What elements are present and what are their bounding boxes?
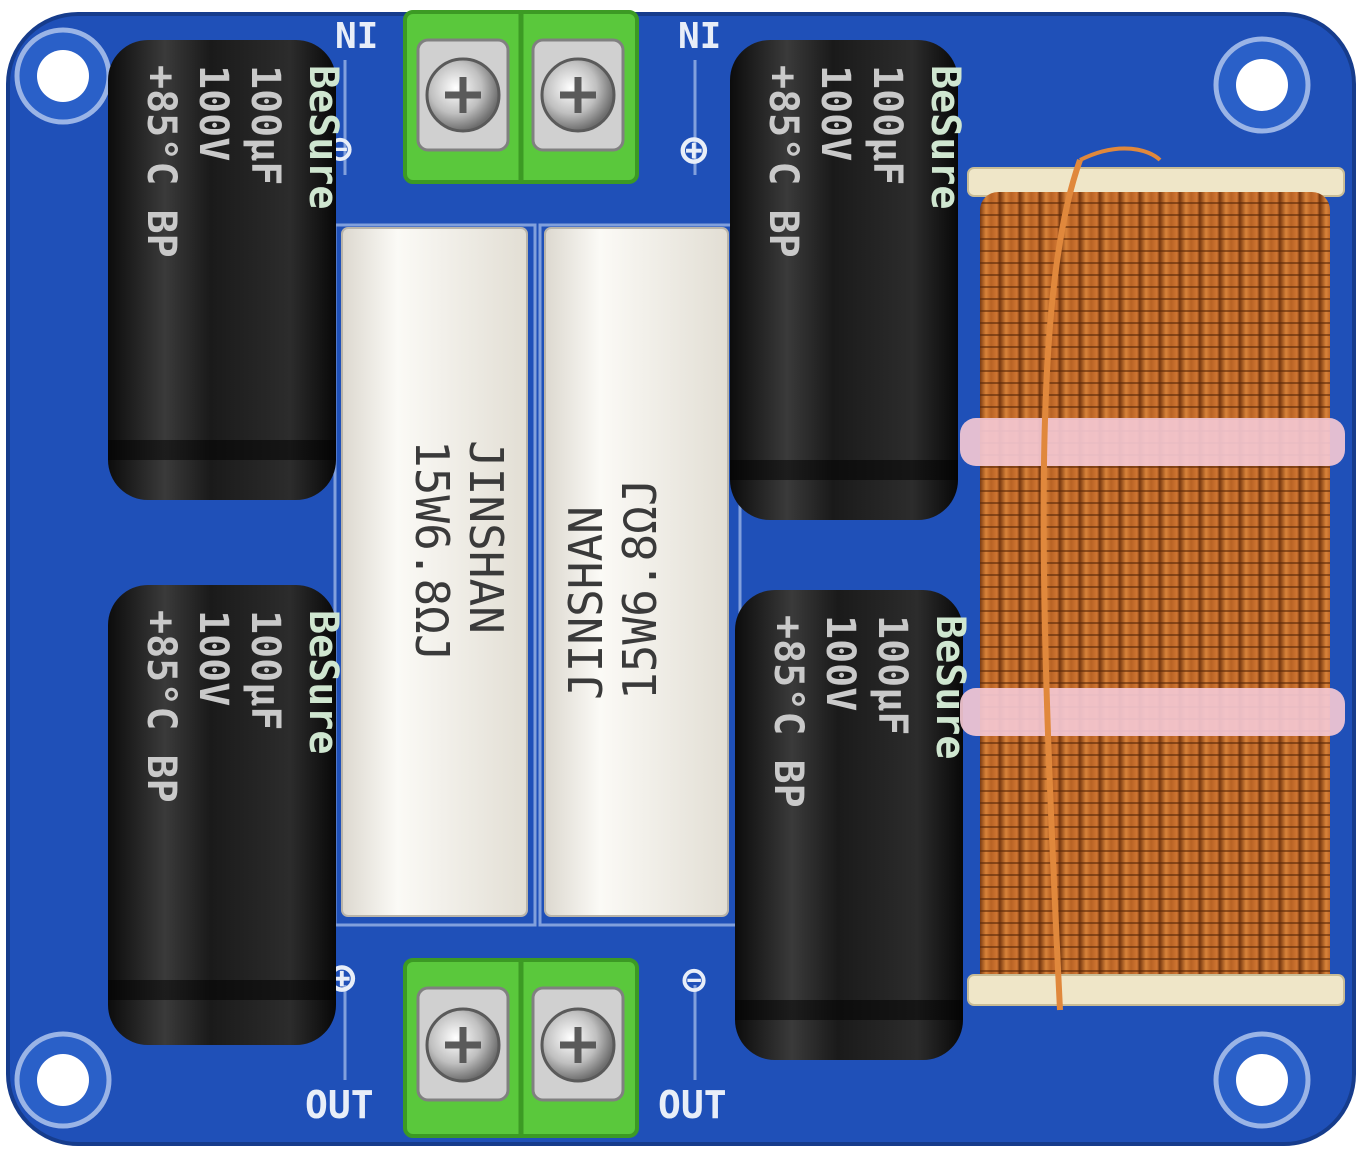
- mounting-hole-icon: [1213, 1031, 1311, 1129]
- mounting-hole-icon: [14, 27, 112, 125]
- screw-terminal-icon: [403, 958, 639, 1138]
- capacitor-brand: BeSure: [922, 65, 968, 210]
- resistor-rating: 15W6.8ΩJ: [405, 440, 459, 662]
- power-resistor: JINSHAN 15W6.8ΩJ: [341, 227, 528, 917]
- screw-terminal-icon: [403, 10, 639, 184]
- capacitor-brand: BeSure: [300, 610, 346, 755]
- output-label-right: OUT: [658, 1083, 727, 1127]
- mounting-hole-icon: [1213, 36, 1311, 134]
- electrolytic-capacitor: BeSure 100μF 100V +85°C BP: [108, 585, 346, 1045]
- polarity-plus-in: ⊕: [680, 122, 708, 176]
- inductor-coil-icon: [960, 146, 1345, 1011]
- power-resistor: JINSHAN 15W6.8ΩJ: [544, 227, 729, 917]
- resistor-brand: JINSHAN: [559, 506, 613, 700]
- polarity-minus-out: ⊖: [682, 957, 706, 1003]
- input-label-right: NI: [678, 16, 721, 57]
- capacitor-temp: +85°C BP: [760, 65, 806, 258]
- capacitor-brand: BeSure: [300, 65, 346, 210]
- resistor-rating: 15W6.8ΩJ: [613, 478, 667, 700]
- capacitor-temp: +85°C BP: [765, 615, 811, 808]
- capacitor-brand: BeSure: [927, 615, 973, 760]
- capacitor-temp: +85°C BP: [138, 65, 184, 258]
- mounting-hole-icon: [14, 1031, 112, 1129]
- capacitor-voltage: 100V: [817, 615, 863, 711]
- resistor-brand: JINSHAN: [459, 440, 513, 634]
- input-label-left: NI: [335, 16, 378, 57]
- capacitor-voltage: 100V: [812, 65, 858, 161]
- capacitor-capacitance: 100μF: [869, 615, 915, 735]
- capacitor-temp: +85°C BP: [138, 610, 184, 803]
- capacitor-capacitance: 100μF: [864, 65, 910, 185]
- output-label-left: OUT: [305, 1083, 374, 1127]
- capacitor-voltage: 100V: [190, 65, 236, 161]
- electrolytic-capacitor: BeSure 100μF 100V +85°C BP: [730, 40, 968, 520]
- electrolytic-capacitor: BeSure 100μF 100V +85°C BP: [108, 40, 346, 500]
- capacitor-capacitance: 100μF: [242, 610, 288, 730]
- capacitor-voltage: 100V: [190, 610, 236, 706]
- capacitor-capacitance: 100μF: [242, 65, 288, 185]
- electrolytic-capacitor: BeSure 100μF 100V +85°C BP: [735, 590, 973, 1060]
